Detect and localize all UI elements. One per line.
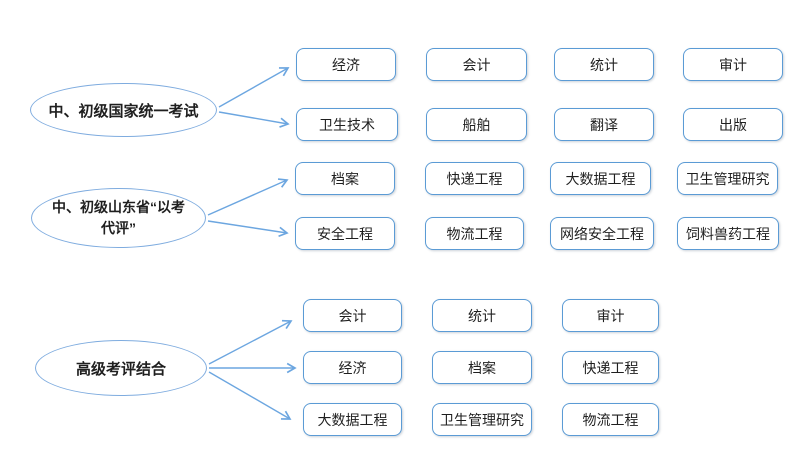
category-box: 档案 <box>432 351 532 384</box>
category-box: 网络安全工程 <box>550 217 654 250</box>
source-ellipse-label: 高级考评结合 <box>75 360 166 378</box>
source-ellipse-label-line2: 代评” <box>101 220 136 236</box>
source-ellipse-label: 中、初级国家统一考试 <box>48 102 199 120</box>
source-ellipse-label-line1: 中、初级山东省“以考 <box>52 199 185 215</box>
category-box: 快递工程 <box>562 351 659 384</box>
category-box: 物流工程 <box>562 403 659 436</box>
connector-arrow <box>208 319 293 365</box>
category-box: 大数据工程 <box>550 162 651 195</box>
source-ellipse-shandong-exam-as-evaluation: 中、初级山东省“以考 代评” <box>31 188 206 248</box>
category-box: 饲料兽药工程 <box>677 217 779 250</box>
category-box: 经济 <box>296 48 396 81</box>
category-box: 卫生管理研究 <box>677 162 778 195</box>
category-box: 卫生技术 <box>296 108 398 141</box>
category-box: 统计 <box>554 48 654 81</box>
category-box: 大数据工程 <box>303 403 402 436</box>
connector-arrow <box>207 220 289 238</box>
category-box: 船舶 <box>426 108 527 141</box>
category-box: 卫生管理研究 <box>432 403 532 436</box>
category-box: 经济 <box>303 351 402 384</box>
category-box: 物流工程 <box>425 217 524 250</box>
connector-arrow <box>218 67 290 108</box>
category-box: 安全工程 <box>295 217 395 250</box>
source-ellipse-national-unified-exam: 中、初级国家统一考试 <box>30 83 217 137</box>
category-box: 快递工程 <box>425 162 524 195</box>
category-box: 会计 <box>303 299 402 332</box>
category-box: 翻译 <box>554 108 654 141</box>
category-box: 会计 <box>426 48 527 81</box>
connector-arrow <box>218 111 290 128</box>
source-ellipse-senior-exam-evaluation: 高级考评结合 <box>35 340 207 396</box>
category-box: 审计 <box>562 299 659 332</box>
category-box: 档案 <box>295 162 395 195</box>
connector-arrow <box>207 178 289 216</box>
category-box: 统计 <box>432 299 532 332</box>
category-box: 审计 <box>683 48 783 81</box>
category-box: 出版 <box>683 108 783 141</box>
connector-arrow <box>208 371 292 420</box>
